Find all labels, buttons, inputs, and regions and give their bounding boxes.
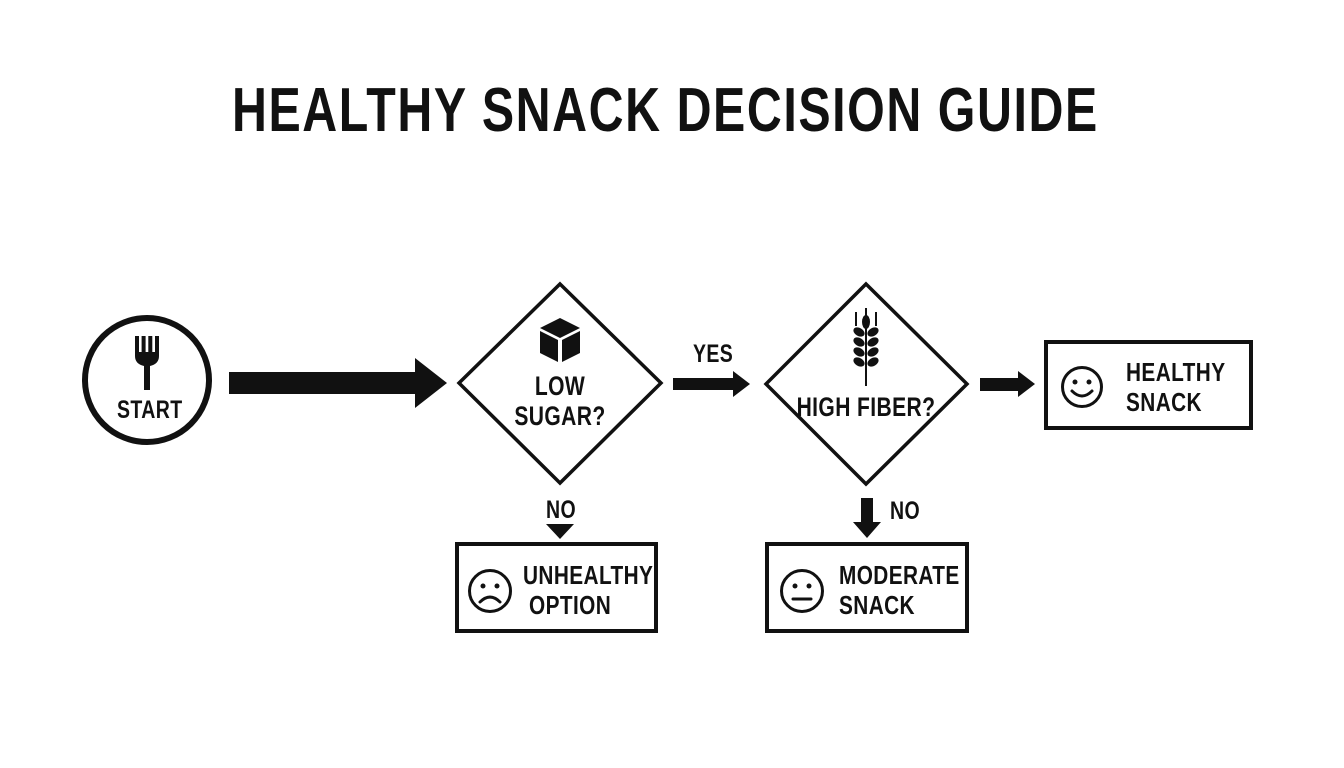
arrow-no-left [546, 524, 574, 539]
low-sugar-node[interactable]: LOW SUGAR? [470, 300, 650, 460]
moderate-label-line1: MODERATE [839, 560, 960, 590]
unhealthy-label-line2: OPTION [529, 590, 612, 620]
arrow-start-to-low-sugar [229, 358, 447, 408]
arrow-yes [673, 371, 750, 397]
edge-label-yes: YES [693, 340, 734, 368]
neutral-face-icon [780, 569, 824, 613]
high-fiber-node[interactable]: HIGH FIBER? [776, 300, 956, 460]
start-node[interactable]: START [85, 318, 209, 442]
diagram-title: HEALTHY SNACK DECISION GUIDE [232, 76, 1099, 145]
low-sugar-label-line2: SUGAR? [514, 401, 606, 431]
edge-label-no-right: NO [890, 497, 921, 525]
happy-face-icon [1061, 366, 1103, 408]
low-sugar-diamond [456, 281, 664, 486]
healthy-label-line2: SNACK [1126, 387, 1202, 417]
edge-label-no-left: NO [546, 496, 577, 524]
unhealthy-label-line1: UNHEALTHY [523, 560, 654, 590]
moderate-snack-box[interactable]: MODERATE SNACK [765, 542, 969, 633]
unhealthy-option-box[interactable]: UNHEALTHY OPTION [455, 542, 658, 633]
moderate-label-line2: SNACK [839, 590, 915, 620]
sad-face-icon [468, 569, 512, 613]
fork-icon [135, 336, 159, 390]
sugar-cube-icon [540, 318, 580, 362]
arrow-to-healthy [980, 371, 1035, 397]
high-fiber-label: HIGH FIBER? [796, 392, 936, 422]
arrow-no-right [853, 498, 881, 538]
start-label: START [117, 396, 183, 424]
healthy-snack-box[interactable]: HEALTHY SNACK [1044, 340, 1253, 430]
healthy-label-line1: HEALTHY [1126, 357, 1226, 387]
low-sugar-label-line1: LOW [534, 371, 586, 401]
wheat-icon [853, 308, 879, 386]
